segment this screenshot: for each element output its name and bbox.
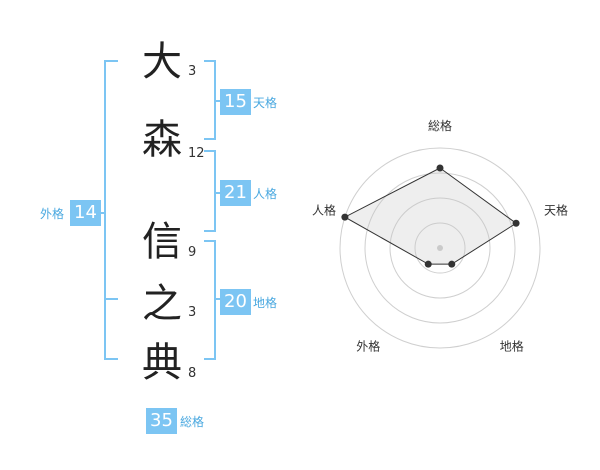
radar-axis-label-4: 外格 (356, 339, 380, 354)
radar-point-5 (341, 213, 349, 221)
radar-grid-ring (339, 147, 541, 349)
gaikaku-bracket (104, 60, 118, 360)
radar-series-polygon (343, 167, 517, 265)
radar-axis-label-2: 天格 (544, 202, 568, 217)
name-char-3: 信 (142, 219, 182, 265)
radar-grid-ring (389, 197, 491, 299)
radar-point-3 (448, 260, 456, 268)
chikaku-value: 20 (220, 289, 251, 315)
soukaku-value: 35 (146, 408, 177, 434)
soukaku-label: 総格 (180, 415, 205, 429)
name-char-2: 森 (142, 117, 182, 163)
radar-grid-ring (364, 172, 516, 324)
gaikaku-label: 外格 (40, 207, 65, 221)
radar-center (437, 245, 443, 251)
chikaku-connector (214, 298, 222, 300)
gaikaku-value: 14 (70, 200, 101, 226)
radar-point-2 (512, 219, 520, 227)
jinkaku-label: 人格 (253, 187, 278, 201)
jinkaku-value: 21 (220, 180, 251, 206)
stroke-count-3: 9 (188, 245, 197, 260)
tenkaku-label: 天格 (253, 96, 278, 110)
radar-point-4 (424, 260, 432, 268)
gaikaku-divider (104, 298, 118, 300)
radar-axis-label-5: 人格 (312, 202, 336, 217)
name-char-5: 典 (142, 340, 182, 386)
radar-axis-label-1: 総格 (428, 118, 452, 133)
radar-axis-label-3: 地格 (500, 339, 524, 354)
chikaku-label: 地格 (253, 296, 278, 310)
name-char-1: 大 (142, 39, 182, 85)
jinkaku-bracket (204, 150, 216, 232)
stroke-count-5: 8 (188, 366, 197, 381)
stroke-count-2: 12 (188, 146, 205, 161)
name-char-4: 之 (142, 281, 182, 327)
jinkaku-connector (214, 192, 222, 194)
stroke-count-4: 3 (188, 305, 197, 320)
tenkaku-connector (214, 100, 222, 102)
tenkaku-value: 15 (220, 89, 251, 115)
gaikaku-connector (96, 212, 106, 214)
radar-point-1 (436, 164, 444, 172)
radar-grid-ring (414, 222, 466, 274)
chikaku-bracket (204, 240, 216, 360)
stroke-count-1: 3 (188, 64, 197, 79)
